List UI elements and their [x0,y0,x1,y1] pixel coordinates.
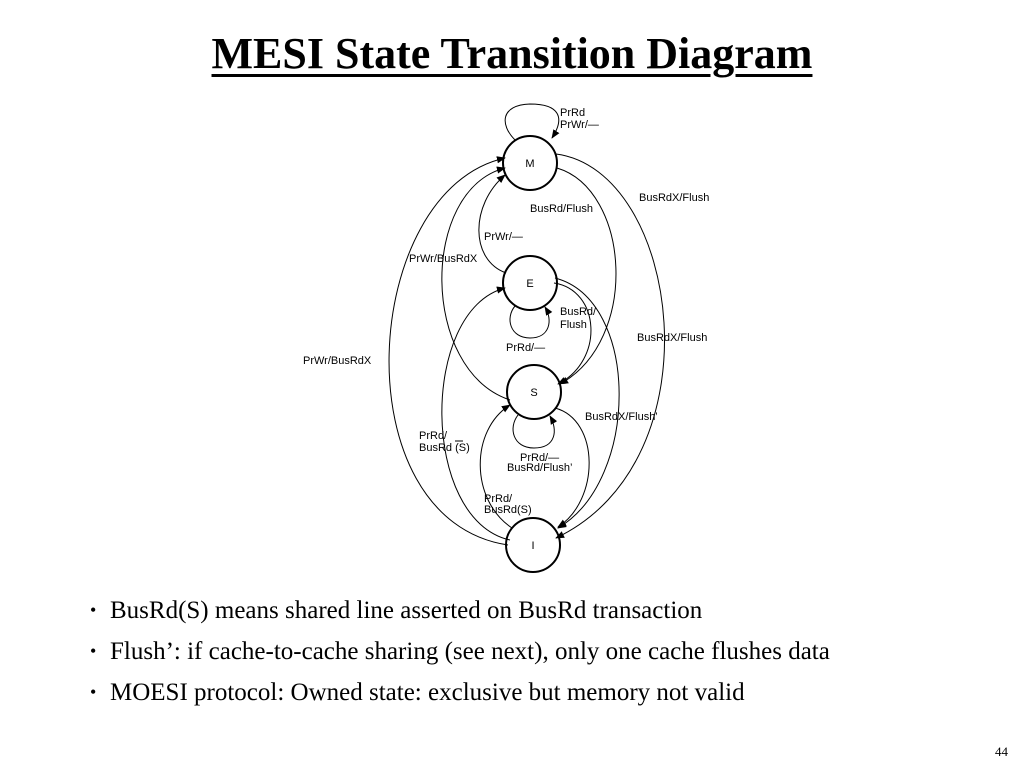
state-i: I [505,517,561,573]
label-e-m-prwr: PrWr/— [484,231,523,243]
edge-e-to-m [478,174,507,274]
state-e-label: E [526,278,533,290]
bullet-item: MOESI protocol: Owned state: exclusive b… [90,672,830,713]
label-s-m-prwr: PrWr/BusRdX [409,253,478,265]
state-s-label: S [530,387,537,399]
edge-e-to-i [554,277,620,529]
label-m-self-2: PrWr/— [560,119,599,131]
m-self-loop [504,103,560,141]
label-i-s-2: BusRd(S) [484,504,532,516]
label-m-i-busrdx: BusRdX/Flush [639,192,709,204]
edge-s-to-i [554,407,590,528]
edge-s-to-m [441,166,511,401]
edge-i-to-e [441,286,511,541]
state-e: E [502,255,558,311]
label-i-m-prwr: PrWr/BusRdX [303,355,372,367]
e-self-loop [509,305,553,339]
mesi-state-diagram: M E S I PrRd PrWr/— BusRdX/Flush BusRd/F… [303,103,709,573]
edge-i-to-m [388,156,509,546]
state-s: S [506,364,562,420]
label-e-s-1: BusRd/ [560,306,597,318]
label-e-i-busrdx: BusRdX/Flush [637,332,707,344]
label-m-s-busrd: BusRd/Flush [530,203,593,215]
bullet-item: Flush’: if cache-to-cache sharing (see n… [90,631,830,672]
label-s-i-busrdx: BusRdX/Flush’ [585,411,658,423]
label-s-self-1: PrRd/— [520,452,559,464]
edge-i-to-s [479,404,513,529]
slide-title: MESI State Transition Diagram [211,29,813,78]
label-s-self-2: BusRd/Flush’ [507,462,572,474]
label-i-e-2: BusRd (S) [419,442,470,454]
page-number: 44 [995,744,1008,759]
state-m-label: M [525,158,534,170]
label-e-s-2: Flush [560,319,587,331]
edge-e-to-s [553,282,592,385]
state-m: M [502,135,558,191]
label-i-e-1: PrRd/ [419,430,448,442]
s-self-loop [512,414,558,449]
state-i-label: I [531,540,534,552]
label-e-self: PrRd/— [506,342,545,354]
label-m-self-1: PrRd [560,107,585,119]
edge-m-to-i [555,153,665,539]
label-i-s-1: PrRd/ [484,493,513,505]
edge-m-to-s [556,167,617,385]
bullet-list: BusRd(S) means shared line asserted on B… [90,590,830,713]
bullet-item: BusRd(S) means shared line asserted on B… [90,590,830,631]
